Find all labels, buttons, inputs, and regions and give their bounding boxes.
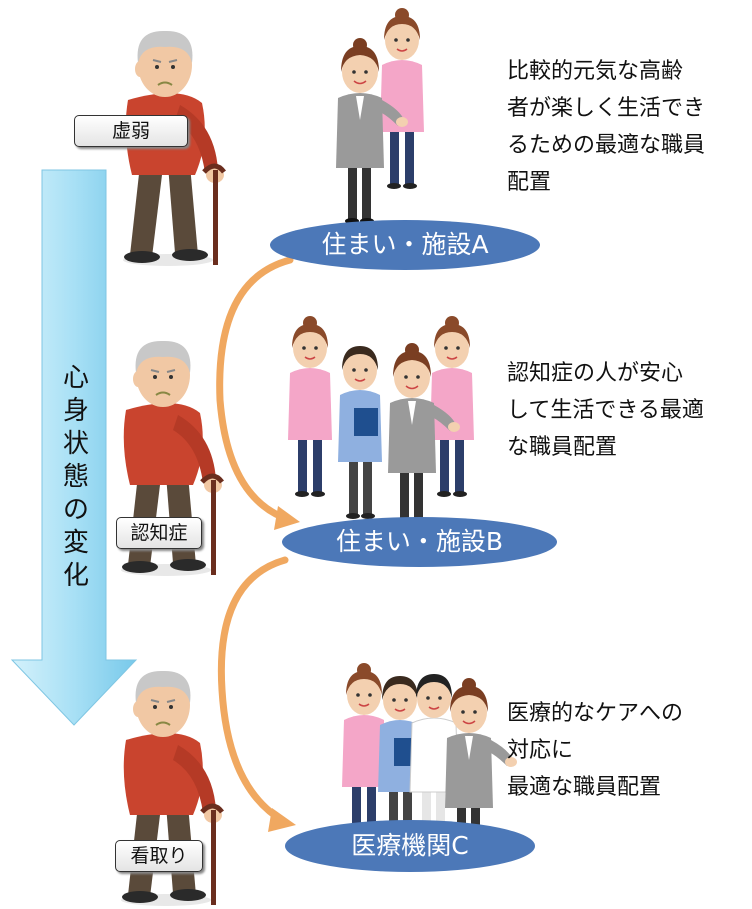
stage-label-frail: 虚弱 [74, 115, 188, 147]
elder-figure-frail [123, 31, 224, 266]
change-arrow [10, 169, 138, 726]
facility-c: 医療機関C [285, 820, 535, 872]
staff-group-a [335, 7, 425, 225]
description-a: 比較的元気な高齢 者が楽しく生活でき るための最適な職員 配置 [507, 59, 706, 195]
change-arrow-text: 心 身 状 態 の 変 化 [62, 363, 89, 591]
description-b: 認知症の人が安心 して生活できる最適 な職員配置 [507, 361, 704, 460]
transition-arrow-a-to-b [216, 256, 300, 530]
description-c: 医療的なケアへの 対応に 最適な職員配置 [507, 701, 684, 800]
staff-group-b [287, 315, 475, 530]
stage-label-dementia: 認知症 [116, 517, 202, 549]
facility-a: 住まい・施設A [270, 220, 540, 270]
facility-b: 住まい・施設B [282, 517, 557, 567]
stage-label-end-of-life: 看取り [115, 840, 203, 872]
transition-arrow-b-to-c [217, 556, 296, 832]
